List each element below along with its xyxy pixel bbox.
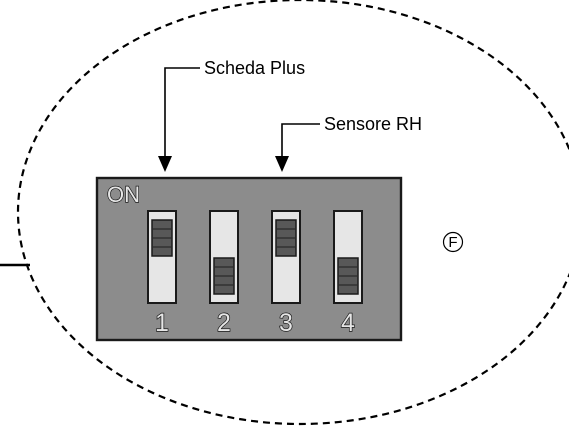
dip-switch-3[interactable]: 3 bbox=[271, 210, 301, 338]
switch-number-4: 4 bbox=[341, 309, 355, 337]
on-label: ON bbox=[107, 182, 140, 207]
detail-ellipse bbox=[16, 0, 569, 426]
scheda-plus-label: Scheda Plus bbox=[204, 58, 305, 78]
switch-number-3: 3 bbox=[279, 309, 293, 337]
switch-group: 1 2 3 4 bbox=[147, 210, 363, 338]
dip-switch-2[interactable]: 2 bbox=[209, 210, 239, 338]
dip-switch-1[interactable]: 1 bbox=[147, 210, 177, 338]
circle-marker bbox=[442, 231, 464, 253]
circle-marker-letter: F bbox=[448, 234, 457, 251]
sensore-rh-label: Sensore RH bbox=[324, 114, 422, 134]
switch-number-2: 2 bbox=[217, 309, 231, 337]
switch-number-1: 1 bbox=[155, 309, 169, 337]
dip-switch-4[interactable]: 4 bbox=[333, 210, 363, 338]
sensore-rh-arrow bbox=[275, 123, 320, 172]
scheda-plus-arrow bbox=[158, 67, 200, 172]
